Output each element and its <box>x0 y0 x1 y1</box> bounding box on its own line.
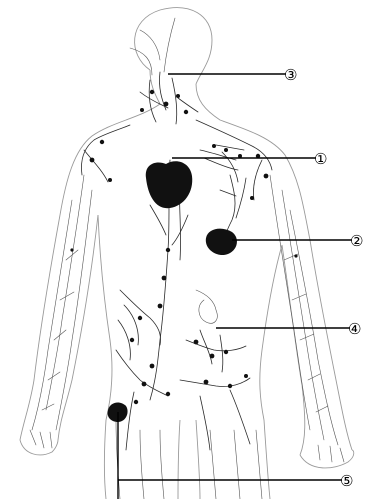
lymph-nodes <box>70 90 297 404</box>
label-5: ⑤ <box>340 472 353 490</box>
lymphatic-vessels <box>30 18 344 499</box>
svg-text:④: ④ <box>348 320 361 338</box>
body-outline <box>20 8 354 499</box>
svg-text:②: ② <box>350 232 363 250</box>
svg-text:①: ① <box>314 150 327 168</box>
label-2: ② <box>350 232 363 250</box>
label-4: ④ <box>348 320 361 338</box>
label-3: ③ <box>284 66 297 84</box>
svg-text:⑤: ⑤ <box>340 472 353 490</box>
organs <box>108 161 237 422</box>
thymus-organ <box>146 161 192 208</box>
spleen-organ <box>206 229 237 255</box>
label-1: ① <box>314 150 327 168</box>
svg-text:③: ③ <box>284 66 297 84</box>
